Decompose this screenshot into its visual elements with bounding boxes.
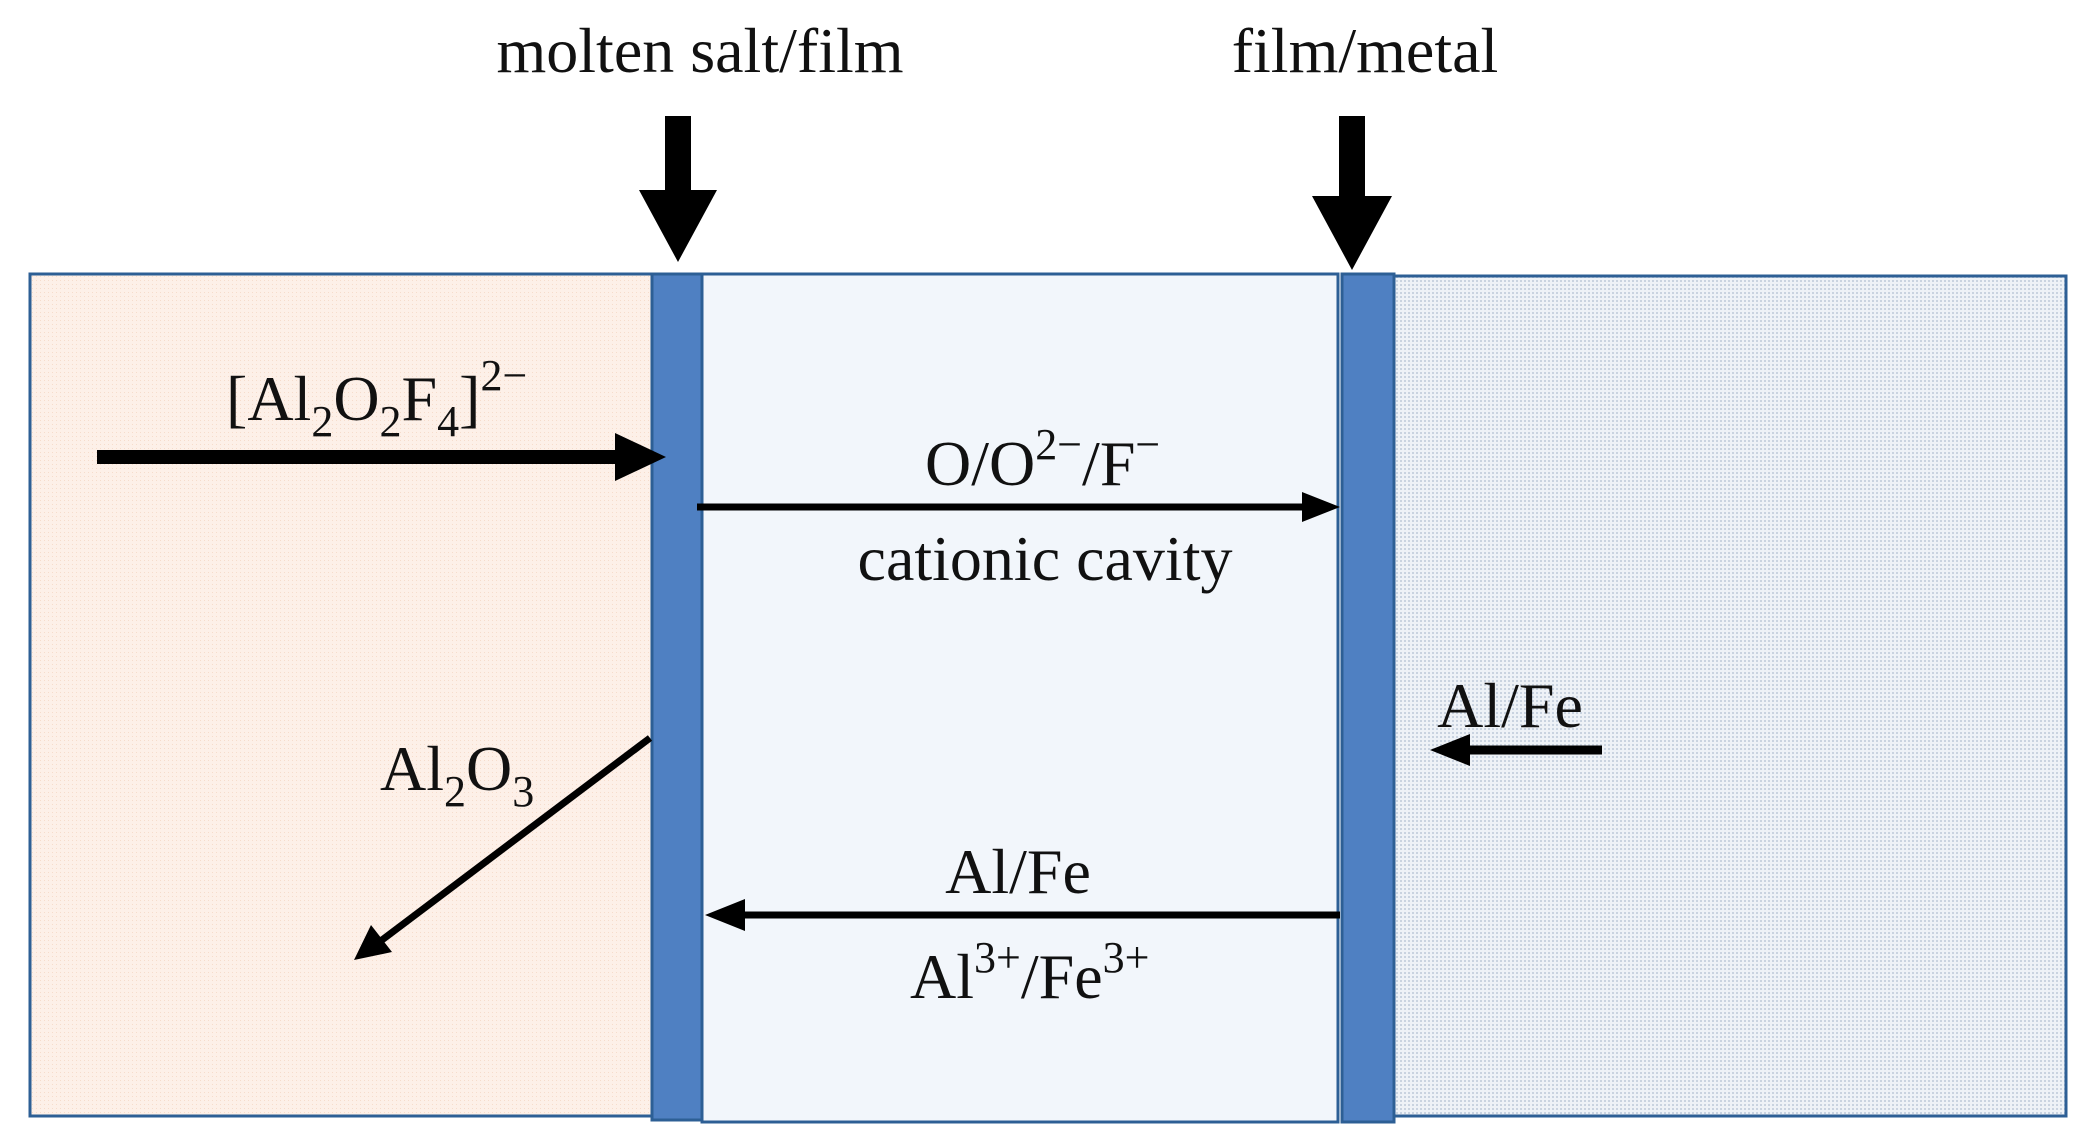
metal-region bbox=[1392, 274, 2068, 1118]
metal-side-label: Al/Fe bbox=[1437, 670, 1583, 741]
interface-right-label: film/metal bbox=[1232, 15, 1499, 86]
product-arrow-shaft bbox=[379, 735, 653, 943]
species-in-label: [Al2O2F4]2− bbox=[226, 351, 527, 446]
cations-label: Al3+/Fe3+ bbox=[910, 933, 1149, 1012]
molten-salt-region bbox=[28, 272, 654, 1118]
product-arrow-head bbox=[354, 925, 392, 960]
interface-left-down-arrow bbox=[639, 116, 717, 262]
interface-right-down-arrow bbox=[1312, 116, 1392, 270]
salt-film-interface-layer bbox=[650, 272, 704, 1122]
film-region bbox=[700, 272, 1340, 1124]
oxygen-flux-label: O/O2−/F− bbox=[925, 420, 1160, 499]
cationic-cavity-label: cationic cavity bbox=[858, 523, 1233, 594]
oxygen-flux-arrow-head bbox=[1302, 492, 1340, 522]
metal-side-arrow-head bbox=[1430, 734, 1470, 766]
species-in-arrow-head bbox=[615, 433, 666, 481]
film-metal-interface-layer bbox=[1340, 272, 1396, 1124]
cation-flux-arrow-head bbox=[705, 899, 745, 931]
interface-left-label: molten salt/film bbox=[496, 15, 903, 86]
metal-flux-label: Al/Fe bbox=[945, 836, 1091, 907]
product-label: Al2O3 bbox=[380, 733, 534, 816]
